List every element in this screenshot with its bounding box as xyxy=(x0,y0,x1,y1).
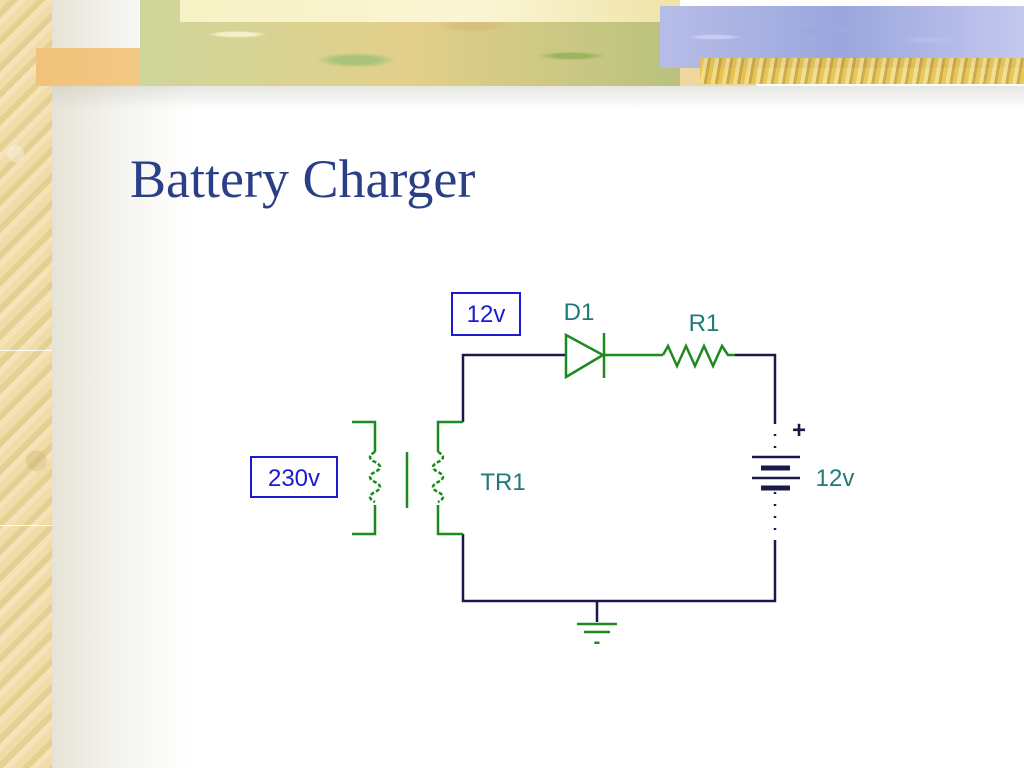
transformer-symbol xyxy=(352,420,463,536)
diode-symbol xyxy=(564,332,663,380)
left-texture-strip xyxy=(0,0,52,768)
secondary-voltage-label: 12v xyxy=(467,301,506,328)
wire-right-top xyxy=(735,353,777,422)
wire-secondary-top xyxy=(461,353,566,422)
grass-image xyxy=(700,58,1024,84)
circuit-wires xyxy=(461,353,777,622)
resistor-symbol xyxy=(661,342,735,370)
blue-flower-image xyxy=(660,6,1024,68)
battery-symbol xyxy=(752,422,800,540)
strip-divider xyxy=(0,525,52,526)
decorative-banner xyxy=(0,0,1024,95)
page-title: Battery Charger xyxy=(130,149,476,209)
resistor-label: R1 xyxy=(689,310,720,337)
diode-label: D1 xyxy=(564,299,595,326)
wire-bottom xyxy=(461,534,777,603)
left-shade xyxy=(52,0,192,768)
strip-divider xyxy=(0,350,52,351)
diode-triangle xyxy=(564,332,606,380)
ground-symbol xyxy=(577,622,617,634)
primary-voltage-box xyxy=(250,456,338,498)
ground-minus-label: - xyxy=(594,631,601,653)
primary-voltage-label: 230v xyxy=(268,465,320,492)
secondary-coil xyxy=(431,450,445,504)
battery-plus-label: + xyxy=(792,417,806,444)
secondary-voltage-box xyxy=(451,292,521,336)
transformer-label: TR1 xyxy=(480,469,525,496)
primary-coil xyxy=(368,450,382,504)
battery-voltage-label: 12v xyxy=(816,465,855,492)
